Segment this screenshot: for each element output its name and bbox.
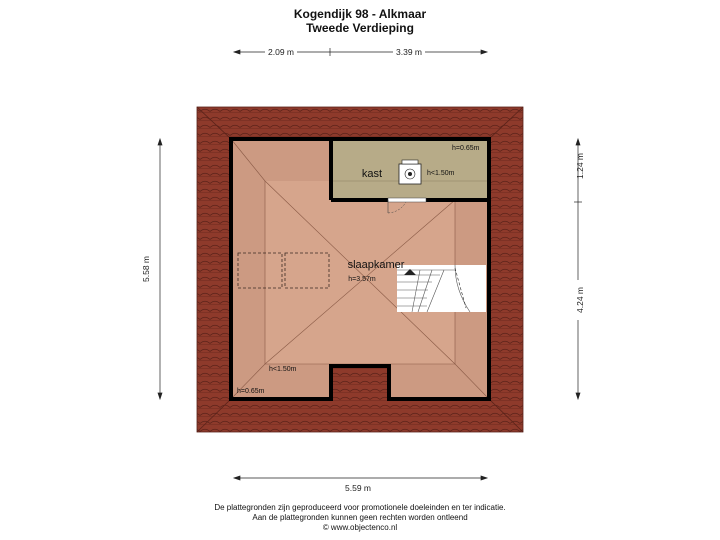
slaapkamer-height-center: h=3.57m (348, 276, 376, 283)
kast-door (387, 197, 427, 214)
floor-title: Tweede Verdieping (306, 21, 414, 35)
boiler-unit (398, 159, 422, 185)
dimension-left: 5.58 m (141, 249, 151, 289)
disclaimer-line-3: © www.objectenco.nl (322, 523, 398, 532)
slaapkamer-label: slaapkamer (348, 259, 405, 271)
kast-label: kast (362, 168, 382, 180)
kast-height-max: h=0.65m (452, 145, 480, 152)
dimension-top-left: 2.09 m (265, 47, 297, 57)
disclaimer: De plattegronden zijn geproduceerd voor … (0, 503, 720, 533)
slaapkamer-height-corner: h=0.65m (237, 388, 265, 395)
disclaimer-line-1: De plattegronden zijn geproduceerd voor … (214, 503, 506, 512)
staircase (397, 264, 486, 313)
skylight-windows (237, 252, 330, 289)
address-title: Kogendijk 98 - Alkmaar (293, 7, 427, 21)
dimension-bottom: 5.59 m (345, 483, 371, 493)
disclaimer-line-2: Aan de plattegronden kunnen geen rechten… (252, 513, 468, 522)
slaapkamer-height-low: h<1.50m (269, 366, 297, 373)
dimension-top-right: 3.39 m (393, 47, 425, 57)
kast-height-low: h<1.50m (427, 170, 455, 177)
dimension-right-top: 1.24 m (575, 153, 585, 179)
dimension-right-bottom: 4.24 m (575, 280, 585, 320)
walls (229, 137, 491, 401)
dimension-lines (157, 48, 582, 481)
